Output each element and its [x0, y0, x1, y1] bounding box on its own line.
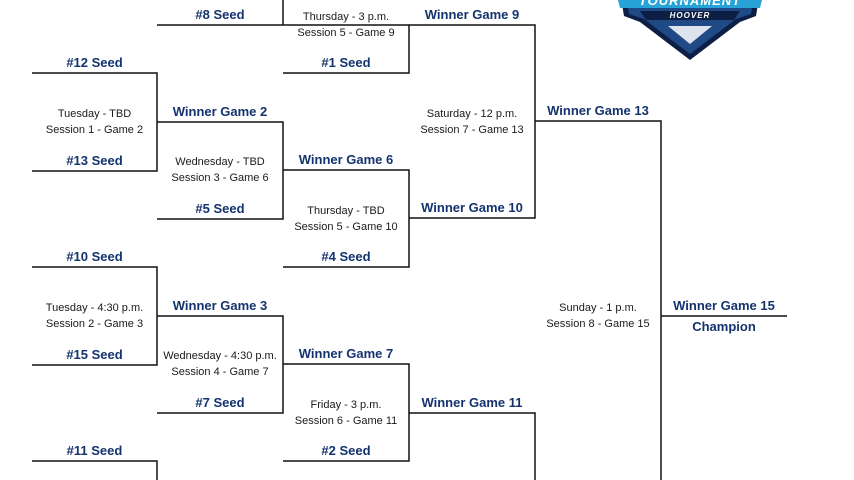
game-day-time: Wednesday - 4:30 p.m. [163, 350, 277, 362]
game-day-time: Thursday - 3 p.m. [302, 11, 390, 23]
game-session: Session 5 - Game 10 [294, 221, 398, 233]
game-info: Tuesday - 4:30 p.m. Session 2 - Game 3 [32, 300, 157, 332]
game-session: Session 2 - Game 3 [45, 318, 144, 330]
game-session: Session 3 - Game 6 [171, 172, 269, 184]
bracket-line [283, 24, 410, 74]
game-day-time: Sunday - 1 p.m. [559, 302, 637, 314]
logo-city-text: HOOVER [669, 11, 711, 20]
game-info: Sunday - 1 p.m. Session 8 - Game 15 [535, 300, 661, 332]
seed-label: #13 Seed [66, 153, 123, 168]
game-info: Wednesday - 4:30 p.m. Session 4 - Game 7 [157, 348, 283, 380]
seed-label: #4 Seed [321, 249, 371, 264]
game-day-time: Friday - 3 p.m. [310, 399, 382, 411]
seed-label: #11 Seed [66, 443, 123, 458]
game-info: Tuesday - TBD Session 1 - Game 2 [32, 106, 157, 138]
game-session: Session 6 - Game 11 [294, 415, 398, 427]
winner-label: Winner Game 10 [421, 200, 523, 215]
bracket-line [409, 412, 536, 480]
champion-label: Champion [692, 319, 756, 334]
tournament-logo [618, 0, 762, 60]
game-day-time: Wednesday - TBD [175, 156, 265, 168]
seed-label: #7 Seed [195, 395, 245, 410]
seed-label: #10 Seed [66, 249, 123, 264]
seed-label: #8 Seed [195, 7, 245, 22]
seed-label: #15 Seed [66, 347, 123, 362]
winner-label: Winner Game 13 [547, 103, 649, 118]
game-day-time: Saturday - 12 p.m. [426, 108, 518, 120]
seed-label: #1 Seed [321, 55, 371, 70]
logo-tournament-text: TOURNAMENT [638, 0, 742, 8]
game-session: Session 1 - Game 2 [45, 124, 144, 136]
game-info: Friday - 3 p.m. Session 6 - Game 11 [283, 397, 409, 429]
winner-label: Winner Game 2 [172, 104, 268, 119]
winner-label: Winner Game 15 [673, 298, 775, 313]
seed-label: #12 Seed [66, 55, 123, 70]
winner-label: Winner Game 3 [172, 298, 268, 313]
game-info: Wednesday - TBD Session 3 - Game 6 [157, 154, 283, 186]
winner-label: Winner Game 6 [298, 152, 394, 167]
winner-label: Winner Game 9 [424, 7, 520, 22]
game-day-time: Tuesday - 4:30 p.m. [45, 302, 144, 314]
game-session: Session 7 - Game 13 [420, 124, 524, 136]
game-session: Session 4 - Game 7 [171, 366, 269, 378]
seed-label: #5 Seed [195, 201, 245, 216]
game-day-time: Thursday - TBD [307, 205, 385, 217]
game-info: Thursday - TBD Session 5 - Game 10 [283, 203, 409, 235]
seed-label: #2 Seed [321, 443, 371, 458]
game-day-time: Tuesday - TBD [57, 108, 132, 120]
bracket-line [535, 120, 662, 480]
game-session: Session 5 - Game 9 [297, 27, 395, 39]
winner-label: Winner Game 7 [298, 346, 394, 361]
bracket-line [32, 460, 158, 480]
winner-label: Winner Game 11 [421, 395, 523, 410]
game-session: Session 8 - Game 15 [546, 318, 650, 330]
game-info: Saturday - 12 p.m. Session 7 - Game 13 [409, 106, 535, 138]
game-info: Thursday - 3 p.m. Session 5 - Game 9 [283, 9, 409, 41]
